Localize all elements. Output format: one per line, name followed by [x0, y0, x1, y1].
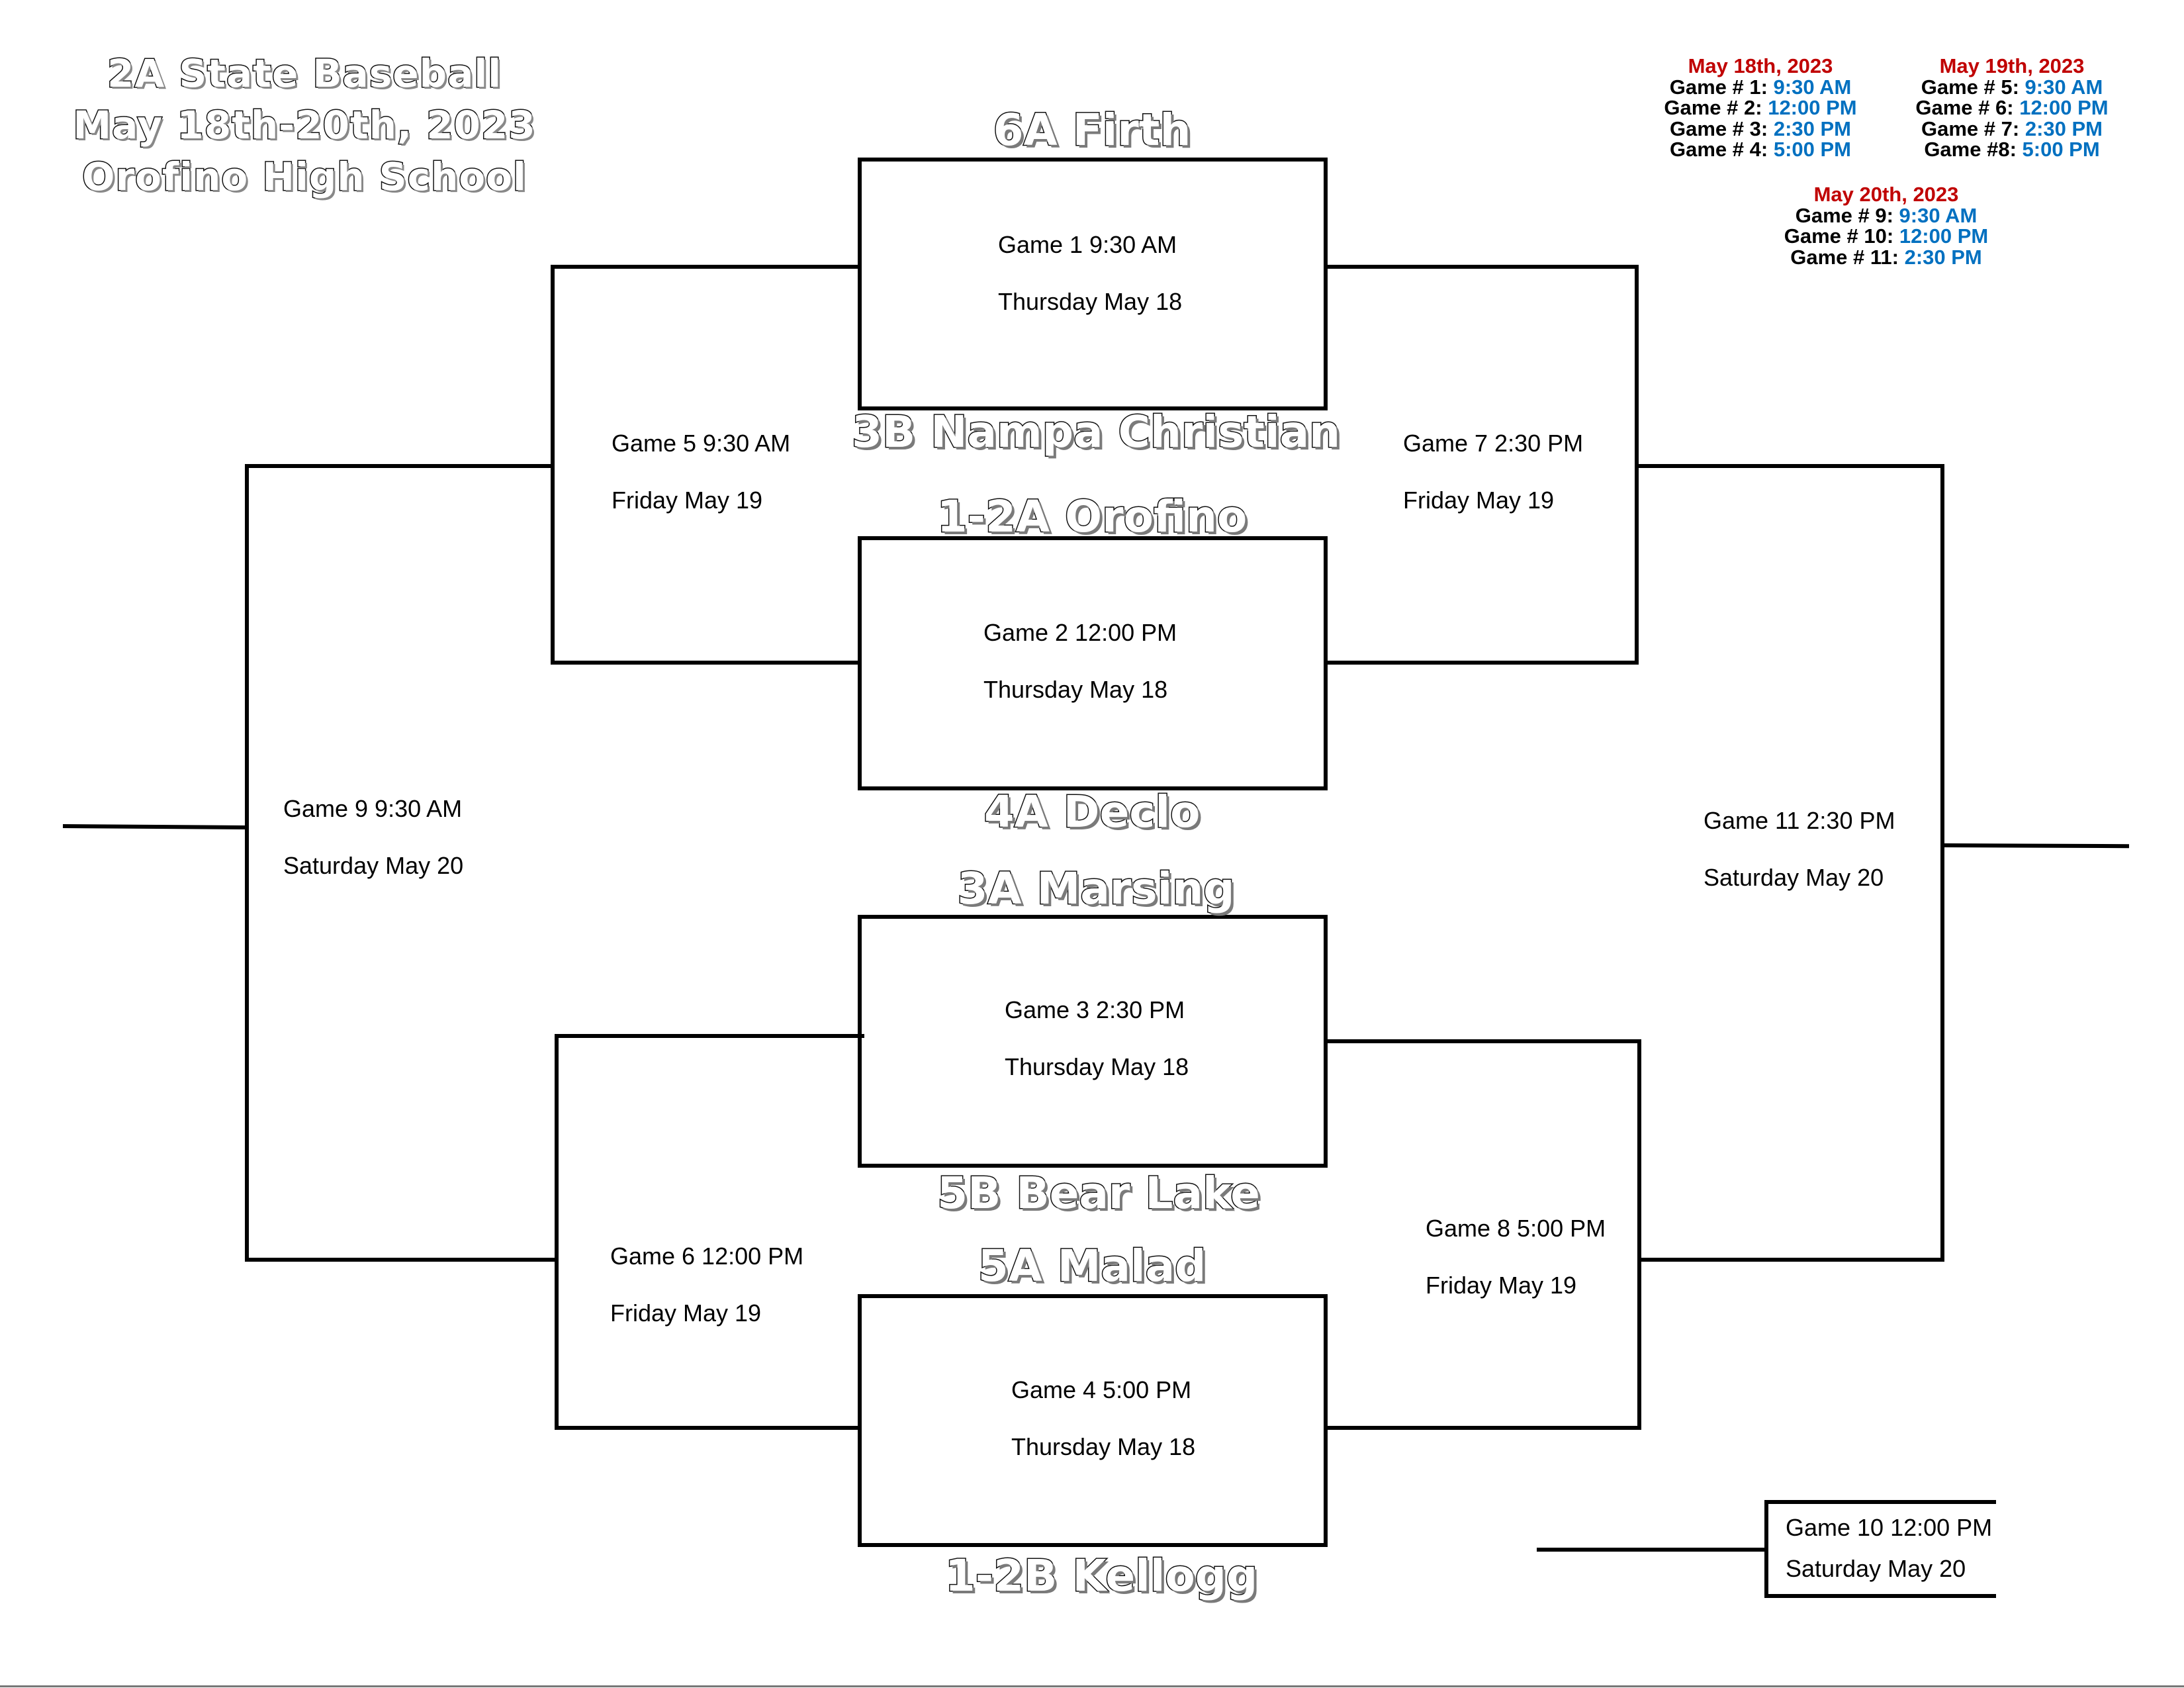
game-time: Game 11 2:30 PM	[1704, 807, 1895, 834]
bracket-line	[1764, 1500, 1996, 1504]
bracket-line	[555, 1034, 864, 1038]
bracket-line	[245, 464, 555, 468]
game-day: Friday May 19	[612, 487, 763, 514]
schedule-entry: Game # 7: 2:30 PM	[1921, 117, 2103, 140]
schedule-entry: Game # 4: 5:00 PM	[1670, 138, 1851, 161]
game-day: Friday May 19	[1403, 487, 1555, 514]
tournament-title: 2A State Baseball	[107, 50, 502, 97]
game-10-label: Game 10 12:00 PM Saturday May 20	[1786, 1513, 1992, 1583]
game-time: Game 10 12:00 PM	[1786, 1514, 1993, 1541]
bracket-line	[1325, 1039, 1641, 1043]
game-time: Game 7 2:30 PM	[1403, 430, 1584, 457]
schedule-entry: Game # 1: 9:30 AM	[1669, 75, 1852, 99]
game-time: Game 5 9:30 AM	[612, 430, 791, 457]
game-1-box	[858, 158, 1328, 410]
team-5a-malad: 5A Malad	[977, 1241, 1207, 1291]
bracket-line	[245, 1258, 555, 1262]
game-3-label: Game 3 2:30 PM Thursday May 18	[1005, 996, 1189, 1082]
schedule-entry: Game # 2: 12:00 PM	[1664, 96, 1857, 119]
schedule-entry: Game # 5: 9:30 AM	[1921, 75, 2103, 99]
schedule-entry: Game # 11: 2:30 PM	[1790, 245, 1982, 269]
team-4a-declo: 4A Declo	[983, 786, 1201, 837]
game-1-label: Game 1 9:30 AM Thursday May 18	[998, 230, 1182, 316]
game-time: Game 1 9:30 AM	[998, 231, 1177, 258]
game-day: Friday May 19	[1426, 1272, 1577, 1299]
game-time: Game 8 5:00 PM	[1426, 1215, 1606, 1242]
game-day: Saturday May 20	[1786, 1555, 1966, 1582]
team-5b-bear-lake: 5B Bear Lake	[936, 1168, 1261, 1219]
bracket-line	[1637, 1258, 1944, 1262]
schedule-entry: Game # 3: 2:30 PM	[1670, 117, 1851, 140]
tournament-venue: Orofino High School	[81, 154, 527, 201]
game-day: Friday May 19	[610, 1299, 762, 1327]
team-3b-nampa-christian: 3B Nampa Christian	[850, 406, 1341, 457]
bracket-line	[1325, 661, 1639, 665]
schedule-entry: Game # 6: 12:00 PM	[1915, 96, 2109, 119]
game-4-box	[858, 1294, 1328, 1547]
game-time: Game 6 12:00 PM	[610, 1243, 804, 1270]
team-6a-firth: 6A Firth	[992, 105, 1192, 156]
bracket-line	[1764, 1594, 1996, 1598]
game-2-label: Game 2 12:00 PM Thursday May 18	[983, 618, 1177, 704]
game-time: Game 4 5:00 PM	[1011, 1376, 1192, 1403]
bracket-line	[1940, 464, 1944, 1262]
game-11-label: Game 11 2:30 PM Saturday May 20	[1704, 806, 1895, 892]
game-day: Thursday May 18	[1011, 1433, 1196, 1460]
game-time: Game 9 9:30 AM	[283, 795, 463, 822]
bracket-line	[555, 1034, 559, 1430]
bracket-line	[1764, 1500, 1768, 1598]
schedule-date: May 19th, 2023	[1939, 54, 2085, 77]
bracket-line	[245, 464, 249, 1262]
game-time: Game 2 12:00 PM	[983, 619, 1177, 646]
bracket-line	[1942, 843, 2130, 849]
game-day: Saturday May 20	[1704, 864, 1884, 891]
team-1-2a-orofino: 1-2A Orofino	[936, 491, 1248, 542]
bracket-line	[1537, 1548, 1768, 1552]
game-time: Game 3 2:30 PM	[1005, 996, 1185, 1023]
bracket-line	[551, 661, 860, 665]
tournament-dates: May 18th-20th, 2023	[72, 102, 536, 149]
game-4-label: Game 4 5:00 PM Thursday May 18	[1011, 1376, 1195, 1462]
bracket-line	[1325, 1426, 1641, 1430]
schedule-day-2: May 19th, 2023 Game # 5: 9:30 AM Game # …	[1886, 56, 2138, 160]
game-9-label: Game 9 9:30 AM Saturday May 20	[283, 794, 463, 880]
game-day: Thursday May 18	[983, 676, 1168, 703]
bracket-line	[1325, 265, 1639, 269]
team-1-2b-kellogg: 1-2B Kellogg	[944, 1550, 1258, 1601]
game-day: Thursday May 18	[998, 288, 1183, 315]
bracket-line	[551, 265, 860, 269]
game-7-label: Game 7 2:30 PM Friday May 19	[1403, 429, 1583, 515]
schedule-date: May 20th, 2023	[1813, 183, 1959, 206]
schedule-day-3: May 20th, 2023 Game # 9: 9:30 AM Game # …	[1760, 184, 2012, 267]
schedule-entry: Game #8: 5:00 PM	[1924, 138, 2100, 161]
game-6-label: Game 6 12:00 PM Friday May 19	[610, 1242, 803, 1328]
schedule-date: May 18th, 2023	[1688, 54, 1833, 77]
schedule-entry: Game # 9: 9:30 AM	[1795, 203, 1978, 227]
team-3a-marsing: 3A Marsing	[956, 863, 1236, 914]
game-day: Saturday May 20	[283, 852, 464, 879]
page-bottom-rule	[0, 1685, 2184, 1687]
game-day: Thursday May 18	[1005, 1053, 1189, 1080]
bracket-line	[1635, 464, 1944, 468]
bracket-line	[1637, 1039, 1641, 1430]
game-8-label: Game 8 5:00 PM Friday May 19	[1426, 1214, 1606, 1300]
schedule-entry: Game # 10: 12:00 PM	[1784, 224, 1989, 248]
schedule-day-1: May 18th, 2023 Game # 1: 9:30 AM Game # …	[1635, 56, 1886, 160]
bracket-line	[62, 824, 248, 829]
game-5-label: Game 5 9:30 AM Friday May 19	[612, 429, 790, 515]
bracket-line	[555, 1426, 860, 1430]
